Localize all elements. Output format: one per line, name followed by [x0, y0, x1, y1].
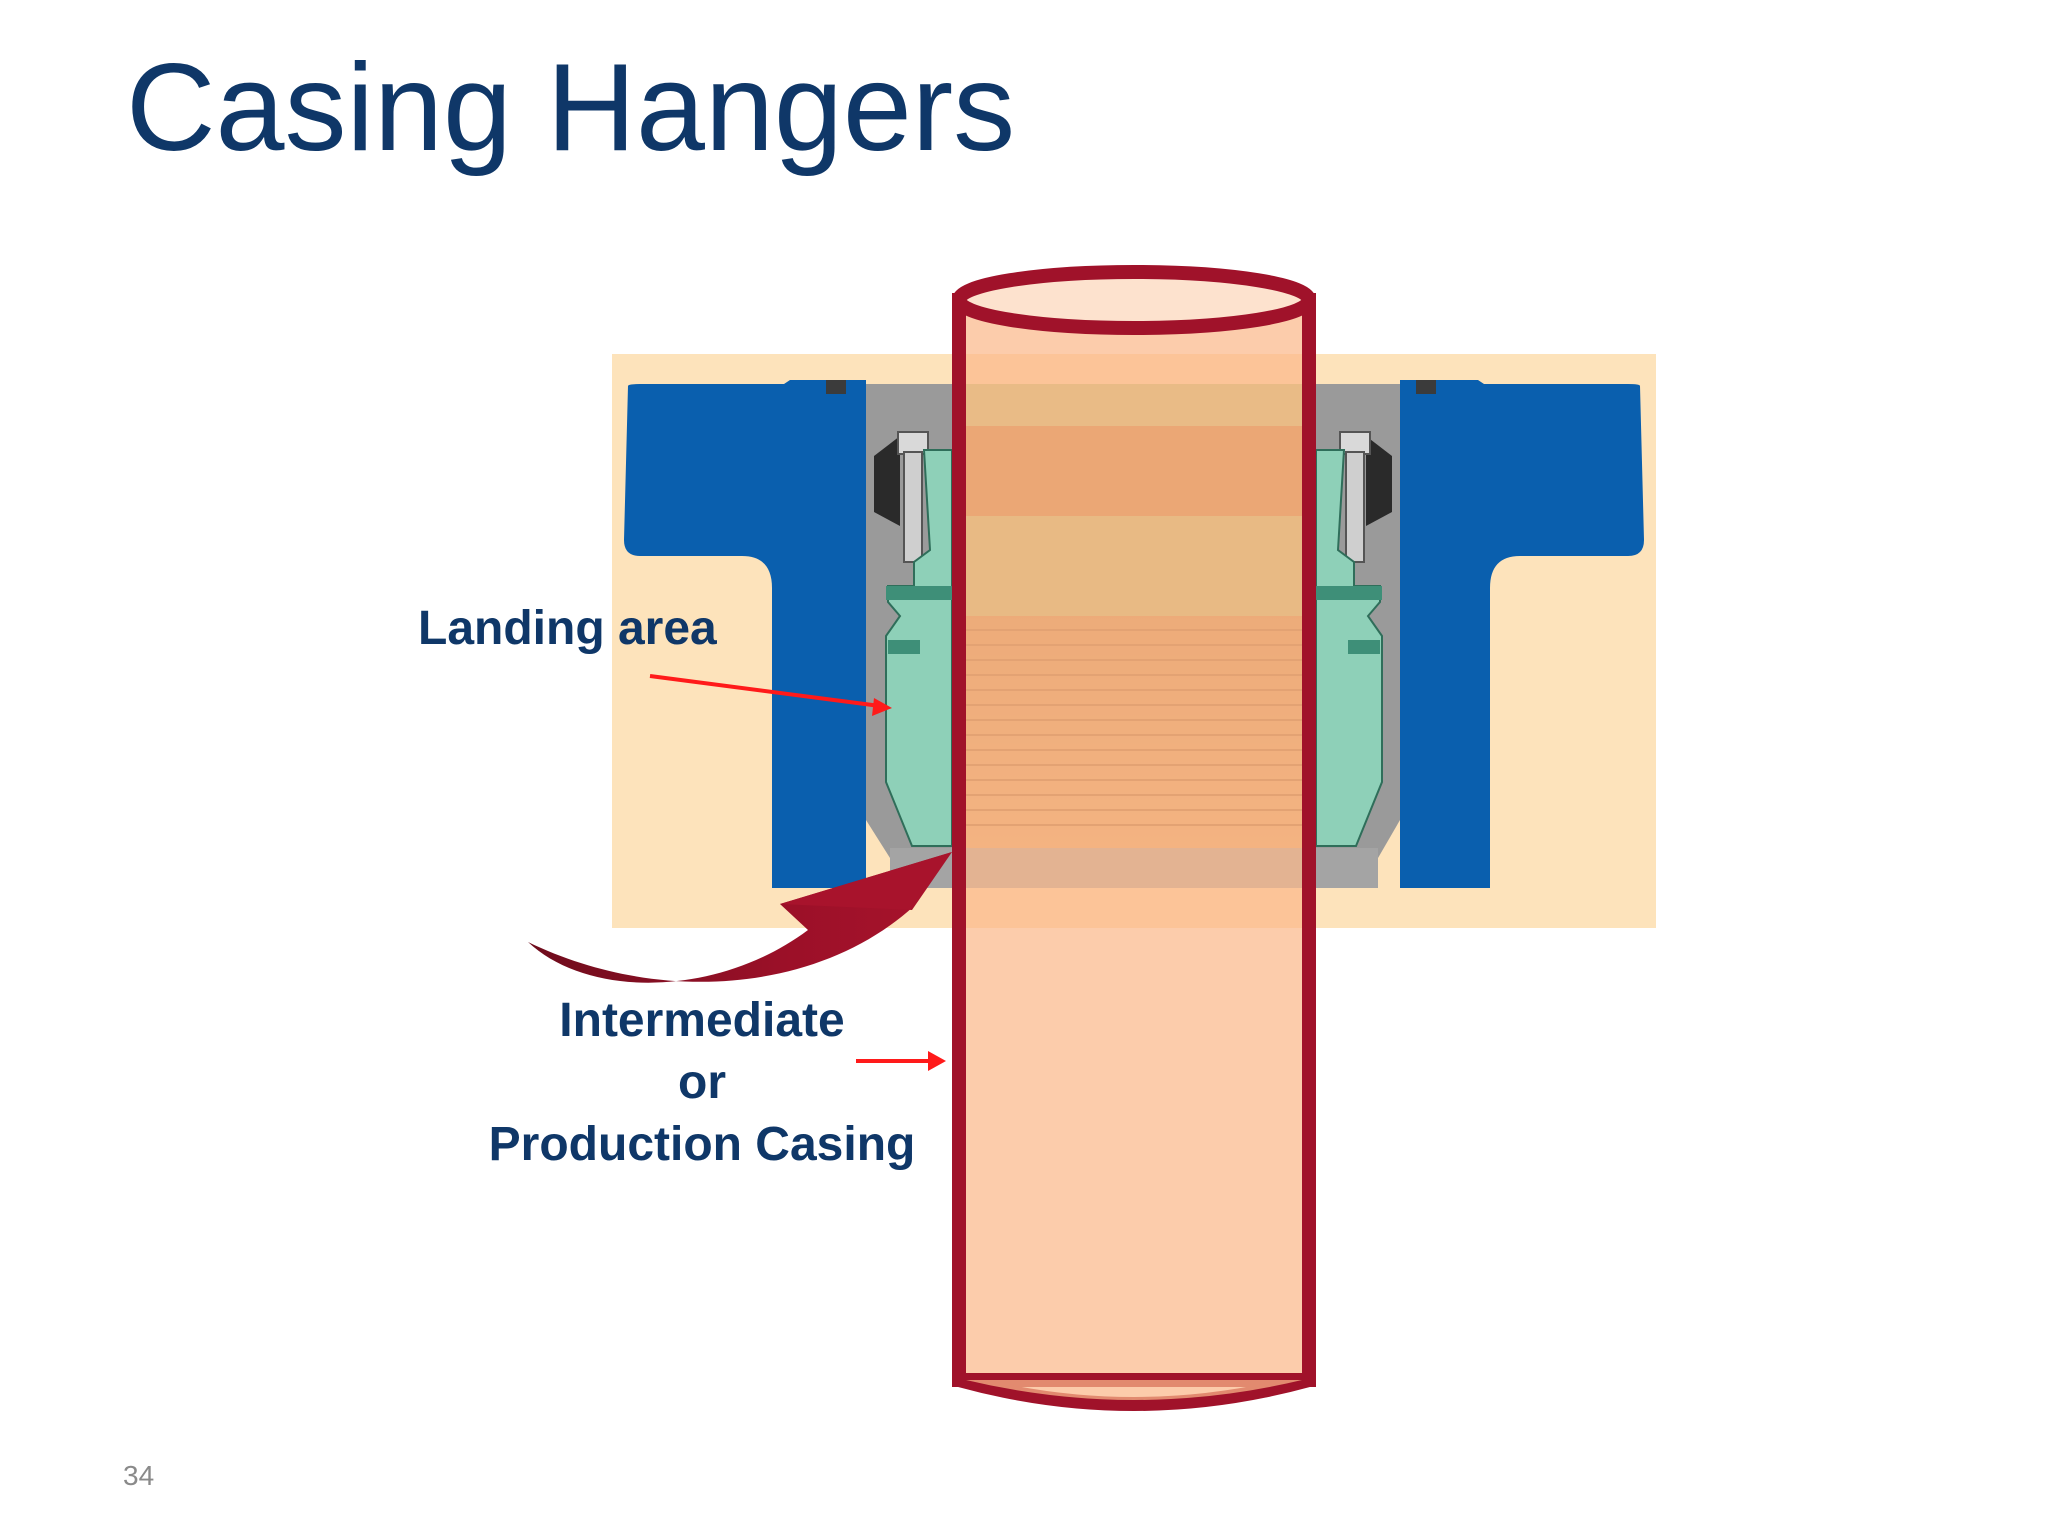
seal-left	[874, 436, 900, 526]
seal-right	[1366, 436, 1392, 526]
page-number: 34	[123, 1460, 155, 1491]
casing-label-line-3: Production Casing	[488, 1118, 916, 1171]
lock-screw-right	[1339, 431, 1371, 563]
casing-label-line-2: or	[678, 1056, 726, 1109]
casing-label: Intermediate or Production Casing	[462, 990, 942, 1176]
slide-title: Casing Hangers	[126, 39, 1016, 177]
wellhead-body-left	[624, 380, 866, 888]
top-notch-left	[826, 380, 846, 394]
curved-arrow-head	[780, 852, 952, 910]
landing-area-pointer-arrow	[649, 674, 892, 716]
hanger-ring-right	[1316, 586, 1382, 600]
landing-shoulder-left	[888, 640, 920, 654]
casing-label-line-1: Intermediate	[559, 994, 845, 1047]
casing-bottom-fill	[966, 1380, 1302, 1400]
wellhead-body-right	[1400, 380, 1644, 888]
landing-area-label: Landing area	[418, 602, 717, 655]
hanger-ring-left	[886, 586, 952, 600]
landing-shoulder-right	[1348, 640, 1380, 654]
top-notch-right	[1416, 380, 1436, 394]
casing-bottom-curve	[957, 1373, 1311, 1411]
casing-top-ellipse	[952, 265, 1316, 335]
casing-pointer-arrow	[856, 1051, 946, 1071]
lock-screw-left	[897, 431, 929, 563]
casing-tube-fill	[959, 300, 1309, 1380]
